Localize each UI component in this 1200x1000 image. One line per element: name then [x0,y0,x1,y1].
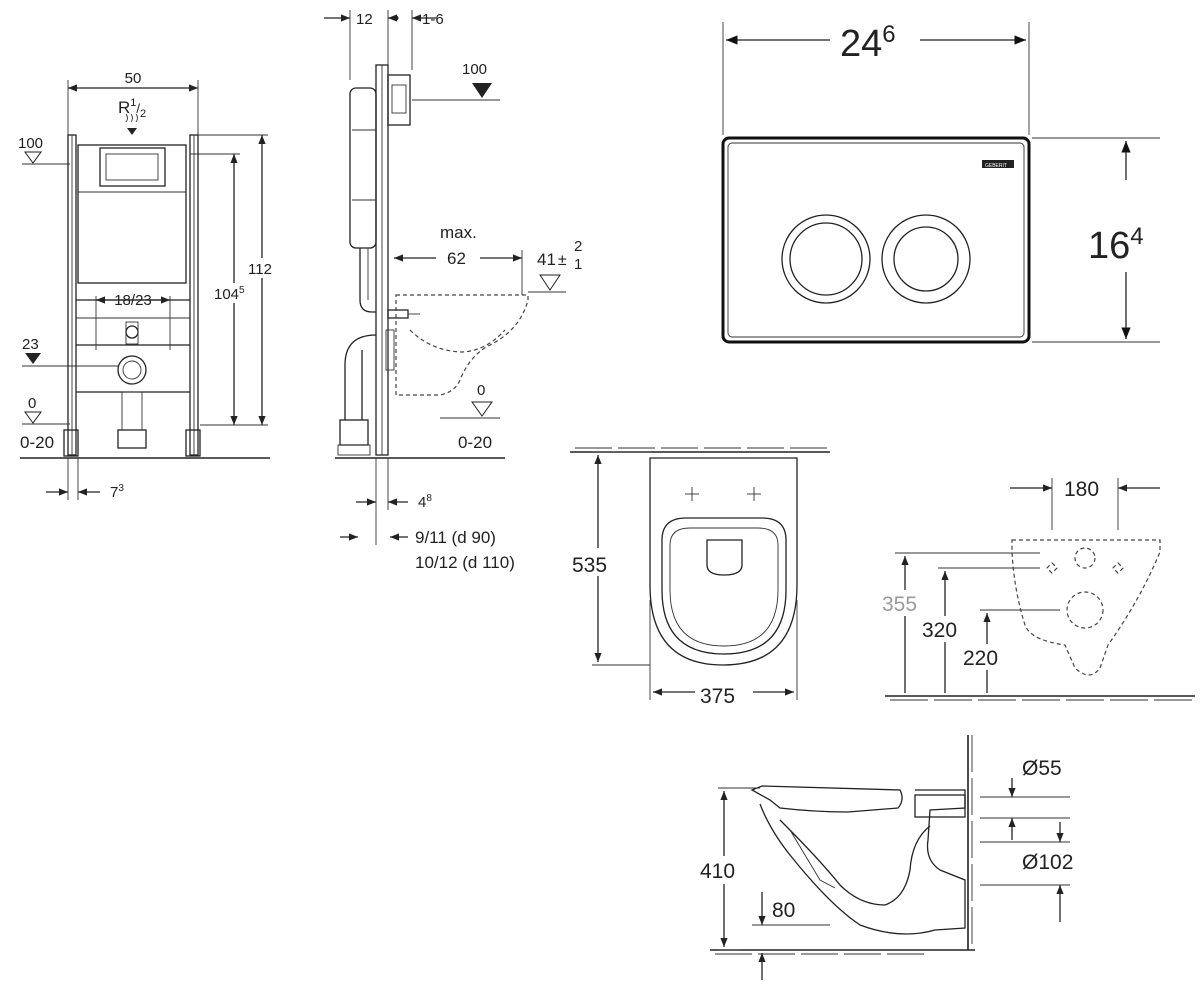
bowl-length-label: 535 [572,554,607,577]
frame-front-view: 50 R1/2 18/23 1 [18,70,276,501]
bowl-height-label: 41± [537,250,567,269]
water-inlet [125,325,139,339]
level-23-label: 23 [22,336,39,353]
height-320-label: 320 [922,619,957,642]
cistern [77,144,187,284]
height-main-label: 1045 [214,285,245,303]
height-355-label: 355 [882,593,917,616]
pipe-b-label: 10/12 (d 110) [415,553,515,572]
bowl-back-outline [1011,539,1161,676]
flush-plate-view: 246 GEBERIT 164 [721,21,1160,344]
level-100-label: 100 [18,135,43,152]
side-range-label: 0-20 [458,433,492,452]
range-label: 0-20 [20,433,54,452]
bowl-top-view: 535 375 [568,447,830,708]
bowl-width-label: 375 [700,685,735,708]
flush-valve [387,74,411,126]
tolerance-plus: 2 [574,238,582,255]
fixing-spacing-label: 180 [1064,478,1099,501]
bowl-back-view: 180 355 320 220 [880,478,1195,701]
seat-outline [661,517,787,655]
side-level-0-label: 0 [477,382,485,399]
flush-button-small[interactable] [881,214,971,304]
depth-b-label: 1-6 [422,11,444,28]
outlet-diameter-label: Ø102 [1022,851,1073,874]
bowl-side-view: 410 80 Ø55 Ø102 [698,735,1073,980]
drain-outlet [117,355,147,385]
drain-bend [344,334,377,420]
offset-label: 48 [418,493,432,511]
brand-text: GEBERIT [985,163,1007,169]
side-level-100-label: 100 [462,61,487,78]
inlet-diameter-label: Ø55 [1022,757,1062,780]
bowl-side-height-label: 410 [700,860,735,883]
level-0-label: 0 [28,395,36,412]
seat-profile [750,785,903,813]
plate-height-label: 164 [1088,223,1144,267]
max-value-label: 62 [447,249,466,268]
tolerance-minus: 1 [574,256,582,273]
flush-plate [721,136,1031,344]
water-supply-icon [125,113,138,123]
outlet-height-label: 80 [772,899,795,922]
depth-a-label: 12 [356,11,373,28]
side-cistern [349,87,377,249]
plate-width-label: 246 [840,21,896,65]
inspection-opening [99,147,166,187]
foot-label: 73 [110,483,124,501]
brand-logo [982,160,1014,168]
height-total-label: 112 [248,261,272,278]
width-label: 50 [125,70,142,87]
thread-label: R1/2 [118,97,146,120]
bowl-outline [395,294,529,396]
pipe-a-label: 9/11 (d 90) [415,528,496,547]
frame-side-view: 12 1-6 100 max. 62 [324,10,582,572]
bowl-profile [759,789,966,935]
flush-button-large[interactable] [781,214,871,304]
max-label: max. [440,223,477,242]
spacing-label: 18/23 [114,292,152,309]
bowl-outline-top [649,457,798,666]
height-220-label: 220 [963,647,998,670]
